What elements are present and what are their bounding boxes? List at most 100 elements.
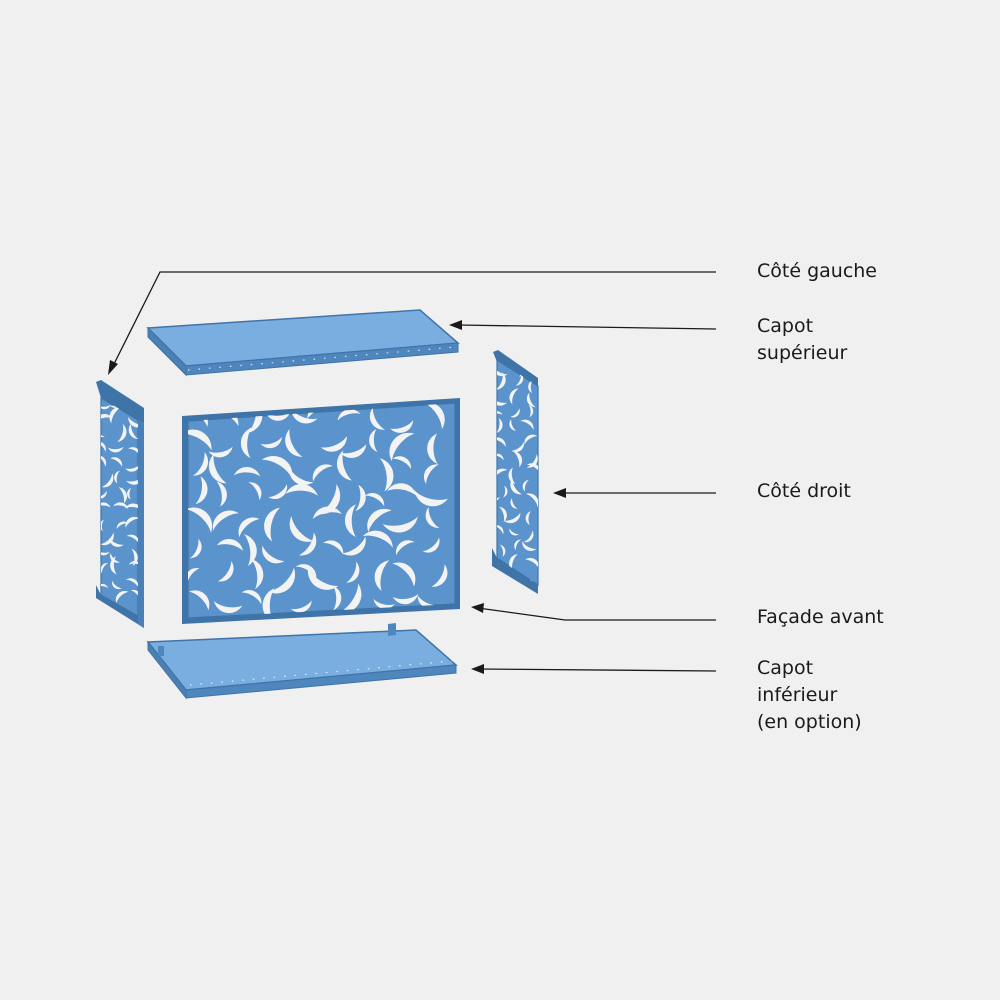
decorative-cutout xyxy=(117,424,127,442)
decorative-cutout xyxy=(125,464,138,472)
decorative-cutout xyxy=(289,467,314,486)
decorative-cutout xyxy=(264,507,280,542)
decorative-cutout xyxy=(115,591,129,604)
decorative-cutout xyxy=(125,516,138,528)
decorative-cutout xyxy=(498,506,507,523)
decorative-cutout xyxy=(217,560,234,582)
decorative-cutout xyxy=(250,558,264,589)
decorative-cutout xyxy=(395,540,415,556)
label-left-side-line1: Côté gauche xyxy=(757,260,877,282)
decorative-cutout xyxy=(126,476,138,485)
decorative-cutout xyxy=(101,414,113,423)
decorative-cutout xyxy=(209,453,227,484)
decorative-cutout xyxy=(195,476,208,505)
leader-left-side xyxy=(111,271,716,369)
decorative-cutout xyxy=(285,428,303,457)
decorative-cutout xyxy=(248,482,262,501)
decorative-cutout xyxy=(261,456,293,479)
front-facade-panel xyxy=(182,398,460,624)
decorative-cutout xyxy=(414,490,448,507)
bottom-cover-panel xyxy=(146,623,458,700)
decorative-cutout xyxy=(528,404,534,418)
decorative-cutout xyxy=(101,550,110,556)
top-cover-panel xyxy=(146,309,460,377)
decorative-cutout xyxy=(113,502,129,509)
decorative-cutout xyxy=(511,442,524,453)
decorative-cutout xyxy=(355,484,366,511)
decorative-cutout xyxy=(374,560,390,591)
decorative-cutout xyxy=(510,478,522,495)
decorative-cutout xyxy=(212,510,240,531)
decorative-cutout xyxy=(515,372,524,386)
decorative-cutout xyxy=(503,485,508,498)
label-bottom-cover-line2: inférieur xyxy=(757,684,838,706)
decorative-cutout xyxy=(392,562,416,587)
leader-bottom-cover xyxy=(477,668,717,672)
decorative-cutout xyxy=(101,455,107,467)
label-top-cover-line1: Capot xyxy=(757,315,814,337)
right-side-panel xyxy=(492,350,539,594)
decorative-cutout xyxy=(243,534,257,566)
decorative-cutout xyxy=(128,423,138,439)
decorative-cutout xyxy=(510,408,520,418)
decorative-cutout xyxy=(110,556,117,575)
decorative-cutout xyxy=(213,600,243,613)
decorative-cutout xyxy=(369,407,386,430)
decorative-cutout xyxy=(109,537,124,547)
decorative-cutout xyxy=(392,593,419,605)
decorative-cutout xyxy=(318,484,341,515)
decorative-cutout xyxy=(423,403,445,430)
arrowhead-front xyxy=(471,603,484,613)
decorative-cutout xyxy=(344,504,356,537)
decorative-cutout xyxy=(124,503,138,511)
decorative-cutout xyxy=(509,419,517,431)
decorative-cutout xyxy=(114,470,120,484)
decorative-cutout xyxy=(389,432,415,462)
decorative-cutout xyxy=(525,558,538,570)
decorative-cutout xyxy=(107,446,124,453)
decorative-cutout xyxy=(510,497,518,509)
decorative-cutout xyxy=(320,436,347,452)
label-right-side-line1: Côté droit xyxy=(757,480,851,502)
decorative-cutout xyxy=(387,483,417,497)
decorative-cutout xyxy=(290,408,318,424)
decorative-cutout xyxy=(373,598,395,609)
decorative-cutout xyxy=(508,467,516,485)
decorative-cutout xyxy=(369,429,378,453)
decorative-cutout xyxy=(268,567,296,594)
decorative-cutout xyxy=(346,561,360,583)
label-bottom-cover-line1: Capot xyxy=(757,657,814,679)
decorative-cutout xyxy=(295,564,317,580)
decorative-cutout xyxy=(526,392,536,408)
decorative-cutout xyxy=(512,451,523,468)
decorative-cutout xyxy=(497,525,504,535)
label-front: Façade avant xyxy=(757,604,884,631)
decorative-cutout xyxy=(503,512,521,524)
decorative-cutout xyxy=(427,433,438,464)
decorative-cutout xyxy=(522,479,529,492)
decorative-cutout xyxy=(337,409,361,421)
decorative-cutout xyxy=(390,420,414,433)
decorative-cutout xyxy=(528,380,533,394)
decorative-cutout xyxy=(524,434,538,445)
decorative-cutout xyxy=(188,429,212,451)
label-right-side: Côté droit xyxy=(757,478,851,505)
decorative-cutout xyxy=(285,483,318,496)
decorative-cutout xyxy=(101,519,105,532)
label-front-line1: Façade avant xyxy=(757,606,884,628)
decorative-cutout xyxy=(379,458,394,492)
decorative-cutout xyxy=(112,580,122,590)
decorative-cutout xyxy=(101,563,109,574)
decorative-cutout xyxy=(497,396,508,406)
decorative-cutout xyxy=(101,490,107,499)
decorative-cutout xyxy=(509,528,519,536)
decorative-cutout xyxy=(233,466,261,477)
decorative-cutout xyxy=(336,450,353,481)
decorative-cutout xyxy=(240,427,253,459)
decorative-cutout xyxy=(290,600,312,613)
decorative-cutout xyxy=(423,464,439,485)
decorative-cutout xyxy=(364,493,385,507)
decorative-cutout xyxy=(238,517,260,538)
